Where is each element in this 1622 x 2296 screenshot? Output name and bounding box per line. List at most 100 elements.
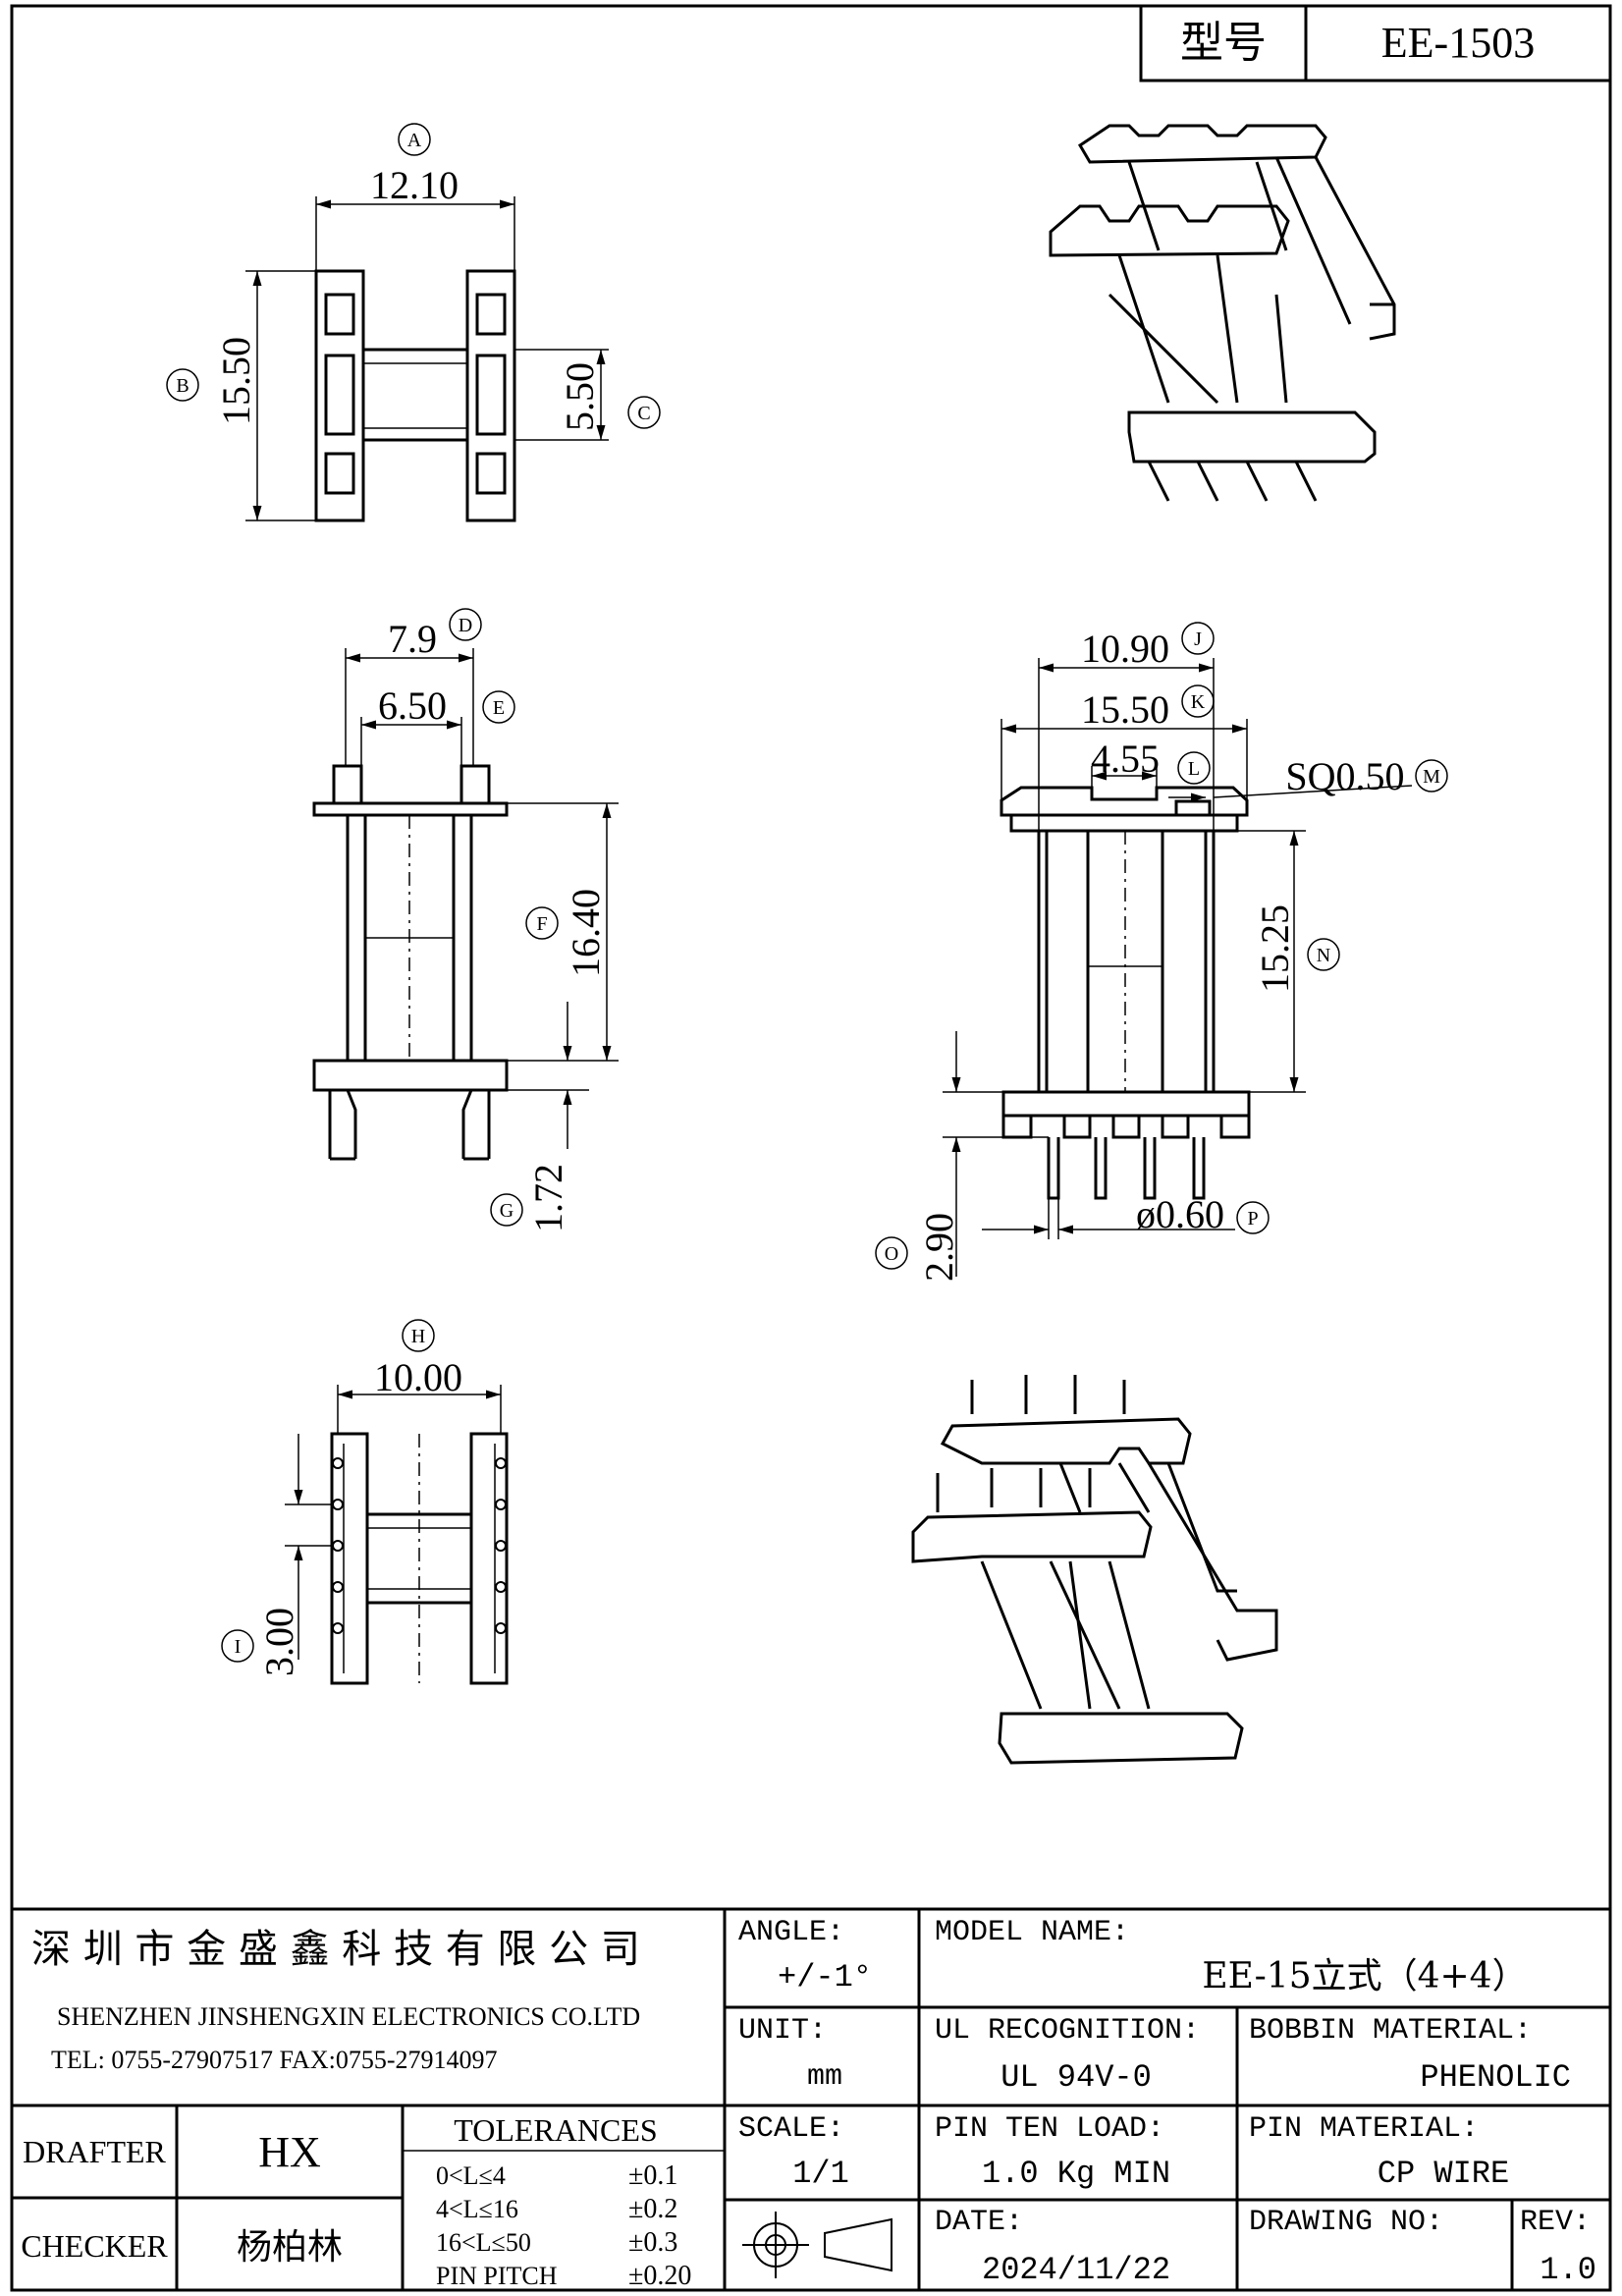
projection-symbol xyxy=(742,2212,892,2278)
svg-text:G: G xyxy=(500,1200,514,1222)
dim-I: I 3.00 xyxy=(221,1608,301,1676)
svg-text:10.00: 10.00 xyxy=(374,1355,462,1399)
dim-H: H 10.00 xyxy=(374,1319,462,1399)
date-value: 2024/11/22 xyxy=(982,2252,1170,2288)
bobbin-label: BOBBIN MATERIAL: xyxy=(1249,2014,1532,2048)
svg-text:5.50: 5.50 xyxy=(558,362,602,431)
title-block xyxy=(12,1907,1610,2290)
rev-label: REV: xyxy=(1520,2206,1591,2239)
tolerance-range: 4<L≤16 xyxy=(436,2195,518,2223)
svg-text:1.72: 1.72 xyxy=(526,1164,570,1232)
tolerance-range: PIN PITCH xyxy=(436,2262,558,2290)
svg-text:P: P xyxy=(1247,1208,1258,1230)
bobbin-value: PHENOLIC xyxy=(1420,2059,1571,2096)
tolerance-value: ±0.20 xyxy=(628,2261,691,2291)
model-value: EE-1503 xyxy=(1381,19,1535,67)
dim-P: P ø0.60 xyxy=(1136,1192,1270,1236)
svg-text:ø0.60: ø0.60 xyxy=(1136,1192,1224,1236)
pin-material-label: PIN MATERIAL: xyxy=(1249,2112,1479,2146)
svg-text:12.10: 12.10 xyxy=(370,163,459,207)
svg-text:A: A xyxy=(407,130,422,151)
dim-lines-bottom xyxy=(285,1385,502,1660)
svg-text:N: N xyxy=(1317,945,1330,966)
svg-text:15.50: 15.50 xyxy=(214,337,258,425)
company-contact: TEL: 0755-27907517 FAX:0755-27914097 xyxy=(51,2046,498,2074)
svg-text:7.9: 7.9 xyxy=(388,617,437,661)
dim-C: C 5.50 xyxy=(558,362,661,431)
model-label: 型号 xyxy=(1180,18,1267,68)
dim-lines-top xyxy=(245,196,609,521)
rev-value: 1.0 xyxy=(1540,2252,1596,2288)
dim-M: M SQ0.50 xyxy=(1285,754,1448,798)
svg-text:L: L xyxy=(1188,758,1200,780)
svg-text:K: K xyxy=(1191,691,1206,713)
isometric-view-bottom xyxy=(911,1375,1278,1765)
dim-A: A 12.10 xyxy=(370,123,459,207)
tolerance-value: ±0.1 xyxy=(628,2160,677,2191)
side-view xyxy=(312,764,509,1161)
drafter-value: HX xyxy=(258,2128,321,2176)
tolerance-range: 16<L≤50 xyxy=(436,2228,531,2257)
svg-text:F: F xyxy=(536,913,547,935)
tolerance-value: ±0.3 xyxy=(628,2227,677,2258)
date-label: DATE: xyxy=(935,2206,1023,2239)
dim-D: D 7.9 xyxy=(388,608,482,661)
svg-text:3.00: 3.00 xyxy=(257,1608,301,1676)
tolerances-title: TOLERANCES xyxy=(454,2112,657,2148)
dim-O: O 2.90 xyxy=(875,1213,961,1282)
tolerance-rows: 0<L≤4 ±0.1 4<L≤16 ±0.2 16<L≤50 ±0.3 PIN … xyxy=(436,2160,691,2291)
bottom-view xyxy=(330,1432,509,1685)
svg-text:10.90: 10.90 xyxy=(1081,627,1169,671)
scale-value: 1/1 xyxy=(792,2156,849,2192)
dim-lines-front xyxy=(943,658,1413,1277)
ul-value: UL 94V-0 xyxy=(1000,2059,1152,2096)
model-box: 型号 EE-1503 xyxy=(1139,4,1612,82)
svg-text:16.40: 16.40 xyxy=(564,889,608,977)
checker-value: 杨柏林 xyxy=(237,2227,343,2268)
svg-text:E: E xyxy=(493,697,505,719)
dim-G: G 1.72 xyxy=(490,1164,570,1232)
svg-text:H: H xyxy=(411,1326,425,1347)
svg-text:M: M xyxy=(1423,766,1440,788)
pin-ten-load-label: PIN TEN LOAD: xyxy=(935,2112,1164,2146)
dim-lines-side xyxy=(345,648,619,1149)
dim-J: J 10.90 xyxy=(1081,622,1215,671)
dim-B: B 15.50 xyxy=(166,337,258,425)
angle-value: +/-1° xyxy=(778,1959,872,1995)
drawing-frame xyxy=(10,4,1612,2292)
drawing-no-label: DRAWING NO: xyxy=(1249,2206,1443,2239)
svg-text:4.55: 4.55 xyxy=(1091,737,1160,781)
dim-L: L 4.55 xyxy=(1091,737,1211,785)
company-name-en: SHENZHEN JINSHENGXIN ELECTRONICS CO.LTD xyxy=(57,2002,640,2031)
dim-E: E 6.50 xyxy=(378,683,515,728)
dim-K: K 15.50 xyxy=(1081,684,1215,732)
svg-text:J: J xyxy=(1194,629,1202,650)
tolerance-value: ±0.2 xyxy=(628,2194,677,2224)
svg-text:6.50: 6.50 xyxy=(378,683,447,728)
ul-label: UL RECOGNITION: xyxy=(935,2014,1200,2048)
model-name-label: MODEL NAME: xyxy=(935,1916,1129,1949)
unit-value: mm xyxy=(807,2060,842,2094)
svg-text:I: I xyxy=(235,1636,242,1658)
svg-text:O: O xyxy=(885,1243,898,1265)
pin-material-value: CP WIRE xyxy=(1378,2156,1509,2192)
svg-text:D: D xyxy=(459,615,472,636)
unit-label: UNIT: xyxy=(738,2014,827,2048)
svg-text:2.90: 2.90 xyxy=(917,1213,961,1282)
svg-text:B: B xyxy=(176,375,189,397)
svg-text:15.25: 15.25 xyxy=(1253,904,1297,993)
svg-text:SQ0.50: SQ0.50 xyxy=(1285,754,1404,798)
dim-F: F 16.40 xyxy=(525,889,608,977)
tolerance-range: 0<L≤4 xyxy=(436,2161,506,2190)
company-name-cn: 深 圳 市 金 盛 鑫 科 技 有 限 公 司 xyxy=(31,1927,640,1972)
angle-label: ANGLE: xyxy=(738,1916,844,1949)
checker-label: CHECKER xyxy=(21,2228,168,2264)
front-view xyxy=(1000,786,1251,1200)
dim-N: N 15.25 xyxy=(1253,904,1340,993)
svg-text:15.50: 15.50 xyxy=(1081,687,1169,732)
drafter-label: DRAFTER xyxy=(23,2134,166,2169)
scale-label: SCALE: xyxy=(738,2112,844,2146)
isometric-view-top xyxy=(1049,124,1396,502)
top-view xyxy=(314,269,516,522)
